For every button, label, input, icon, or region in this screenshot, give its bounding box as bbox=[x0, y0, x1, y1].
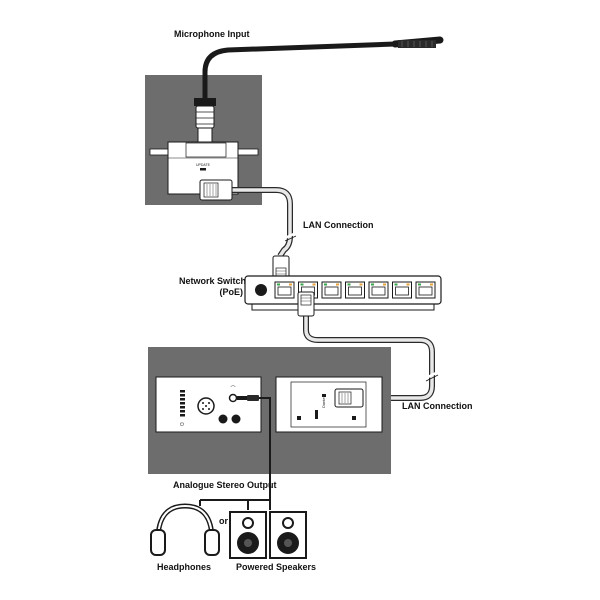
rj45-plug-icon bbox=[334, 388, 364, 408]
switch-port bbox=[368, 281, 389, 299]
speaker-icon bbox=[269, 511, 307, 559]
mic-plate-led bbox=[200, 168, 206, 171]
poe-label: (PoE) bbox=[219, 287, 244, 297]
rj45-plug-icon bbox=[199, 179, 233, 201]
switch-power-socket bbox=[255, 284, 267, 296]
lan-cable-bottom bbox=[303, 314, 439, 401]
analogue-output-wiring bbox=[199, 499, 271, 510]
switch-port bbox=[392, 281, 412, 299]
power-button-icon: ⏻ bbox=[180, 422, 184, 428]
jack-3.5mm-icon bbox=[228, 393, 238, 403]
lan-connection-top-label: LAN Connection bbox=[303, 220, 374, 230]
dante-label: Dante bbox=[321, 397, 326, 408]
lan-connection-bottom-label: LAN Connection bbox=[402, 401, 473, 411]
headphone-output-plate: ⏻ ⌒ bbox=[155, 376, 262, 433]
network-switch bbox=[244, 275, 442, 311]
switch-port bbox=[415, 281, 436, 299]
mic-plate-update-label: UPDATE bbox=[196, 163, 211, 167]
switch-port bbox=[345, 281, 365, 299]
dante-endpoint-plate: Dante bbox=[275, 376, 383, 433]
analogue-output-label: Analogue Stereo Output bbox=[173, 480, 277, 490]
microphone-input-label: Microphone Input bbox=[174, 29, 250, 39]
switch-port bbox=[274, 281, 295, 299]
headphones-label: Headphones bbox=[157, 562, 212, 572]
volume-knob-right bbox=[231, 414, 241, 424]
powered-speakers-label: Powered Speakers bbox=[236, 562, 317, 572]
headphone-plug bbox=[237, 395, 271, 500]
level-meter bbox=[180, 390, 185, 417]
volume-knob-left bbox=[218, 414, 228, 424]
svg-text:⌒: ⌒ bbox=[230, 386, 235, 392]
microphone-icon bbox=[194, 36, 444, 143]
or-label: or bbox=[219, 516, 228, 526]
switch-port bbox=[321, 281, 342, 299]
rj45-plug-icon bbox=[297, 291, 315, 317]
headphones-icon bbox=[150, 503, 220, 556]
speaker-icon bbox=[229, 511, 267, 559]
lan-cable-top bbox=[232, 187, 297, 258]
network-switch-label: Network Switch bbox=[179, 276, 247, 286]
